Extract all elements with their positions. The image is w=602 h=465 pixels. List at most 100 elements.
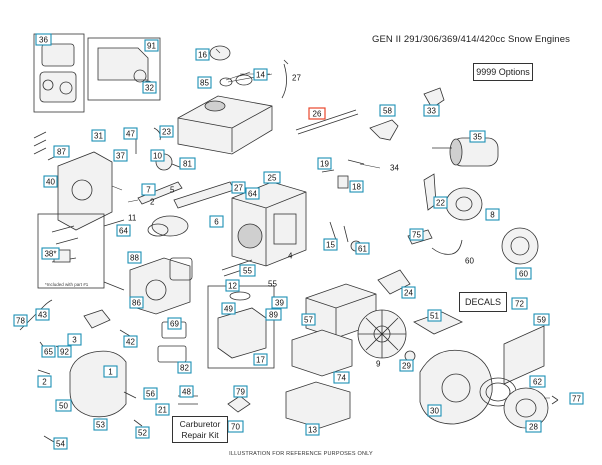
callout-64: 64 bbox=[245, 187, 260, 200]
callout-frame bbox=[57, 345, 72, 358]
callout-frame bbox=[197, 76, 212, 89]
callout-label: 50 bbox=[59, 402, 68, 411]
callout-81: 81 bbox=[179, 157, 196, 170]
callout-label: 36 bbox=[39, 36, 48, 45]
callout-65: 65 bbox=[41, 345, 56, 358]
callout-51: 51 bbox=[427, 309, 442, 322]
callout-label: 52 bbox=[138, 429, 147, 438]
callout-label: 18 bbox=[352, 183, 361, 192]
callout-label: 92 bbox=[60, 348, 69, 357]
callout-label: 57 bbox=[304, 316, 313, 325]
callout-label: 61 bbox=[358, 245, 367, 254]
callout-frame bbox=[123, 335, 138, 348]
callout-49: 49 bbox=[221, 302, 236, 315]
callout-frame bbox=[41, 345, 56, 358]
callout-42: 42 bbox=[123, 335, 138, 348]
callout-label: 27 bbox=[234, 184, 243, 193]
callout-frame bbox=[333, 371, 350, 384]
callout-label: 85 bbox=[200, 79, 209, 88]
callout-label: 60 bbox=[519, 270, 528, 279]
callout-label: 12 bbox=[228, 282, 237, 291]
callout-frame bbox=[253, 353, 268, 366]
callout-label: 38* bbox=[44, 250, 56, 259]
callout-label: 58 bbox=[383, 107, 392, 116]
callout-label: 89 bbox=[269, 311, 278, 320]
callout-label: 33 bbox=[427, 107, 436, 116]
callout-27: 27 bbox=[292, 74, 301, 83]
gasket-88 bbox=[169, 257, 193, 281]
callout-label: 74 bbox=[337, 374, 346, 383]
electric-starter bbox=[432, 137, 499, 167]
callout-7: 7 bbox=[141, 183, 156, 196]
callout-label: 17 bbox=[256, 356, 265, 365]
callout-label: 47 bbox=[126, 130, 135, 139]
callout-label: 70 bbox=[231, 423, 240, 432]
callout-2b: 2 bbox=[37, 375, 52, 388]
callout-48: 48 bbox=[179, 385, 194, 398]
callout-16: 16 bbox=[195, 48, 210, 61]
callout-frame bbox=[427, 309, 442, 322]
callout-frame bbox=[179, 157, 196, 170]
callout-55n: 55 bbox=[268, 280, 277, 289]
callout-frame bbox=[427, 404, 442, 417]
callout-label: 22 bbox=[436, 199, 445, 208]
callout-label: 1 bbox=[108, 368, 113, 377]
callout-61: 61 bbox=[355, 242, 370, 255]
callout-frame bbox=[529, 375, 546, 388]
callout-70: 70 bbox=[227, 420, 244, 433]
callout-label: 32 bbox=[145, 84, 154, 93]
callout-2: 2 bbox=[150, 198, 155, 207]
callout-frame bbox=[93, 418, 108, 431]
callout-29: 29 bbox=[399, 359, 414, 372]
callout-label: 3 bbox=[72, 336, 77, 345]
callout-frame bbox=[103, 365, 118, 378]
callout-label: 62 bbox=[533, 378, 542, 387]
callout-5: 5 bbox=[170, 186, 175, 195]
callout-label: 25 bbox=[268, 174, 277, 183]
crankshaft bbox=[173, 181, 235, 209]
callout-label: 88 bbox=[130, 254, 139, 263]
callout-frame bbox=[355, 242, 370, 255]
callout-frame bbox=[231, 181, 246, 194]
callout-label: 16 bbox=[198, 51, 207, 60]
callout-frame bbox=[433, 196, 448, 209]
callout-label: 19 bbox=[320, 160, 329, 169]
callout-label: 2 bbox=[42, 378, 47, 387]
callout-label: 59 bbox=[537, 316, 546, 325]
gasket-kit-box bbox=[33, 33, 85, 113]
callout-label: 48 bbox=[182, 388, 191, 397]
callout-frame bbox=[263, 171, 281, 184]
callout-label: 53 bbox=[96, 421, 105, 430]
callout-frame bbox=[533, 313, 550, 326]
options-box: 9999 Options bbox=[473, 63, 533, 81]
callout-86: 86 bbox=[129, 296, 144, 309]
callout-frame bbox=[301, 313, 316, 326]
callout-22: 22 bbox=[433, 196, 448, 209]
callout-label: 30 bbox=[430, 407, 439, 416]
callout-60b: 60 bbox=[515, 267, 532, 280]
callout-25: 25 bbox=[263, 171, 281, 184]
callout-label: 69 bbox=[170, 320, 179, 329]
panel-59 bbox=[503, 325, 545, 385]
callout-frame bbox=[511, 297, 528, 310]
callout-88: 88 bbox=[127, 251, 142, 264]
fuel-tank bbox=[177, 95, 273, 155]
callout-frame bbox=[401, 286, 416, 299]
callout-30: 30 bbox=[427, 404, 442, 417]
callout-label: 11 bbox=[128, 214, 137, 223]
engine-block bbox=[231, 181, 307, 267]
callout-label: 77 bbox=[572, 395, 581, 404]
camshaft bbox=[137, 181, 183, 205]
callout-14: 14 bbox=[253, 68, 268, 81]
callout-37: 37 bbox=[113, 149, 128, 162]
callout-label: 91 bbox=[147, 42, 156, 51]
callout-frame bbox=[525, 420, 542, 433]
callout-frame bbox=[41, 247, 60, 260]
inset-caption: *Included with part #1 bbox=[45, 282, 89, 287]
callout-frame bbox=[515, 267, 532, 280]
callout-label: 54 bbox=[56, 440, 65, 449]
callout-frame bbox=[67, 333, 82, 346]
callout-8: 8 bbox=[485, 208, 500, 221]
callout-frame bbox=[379, 104, 396, 117]
